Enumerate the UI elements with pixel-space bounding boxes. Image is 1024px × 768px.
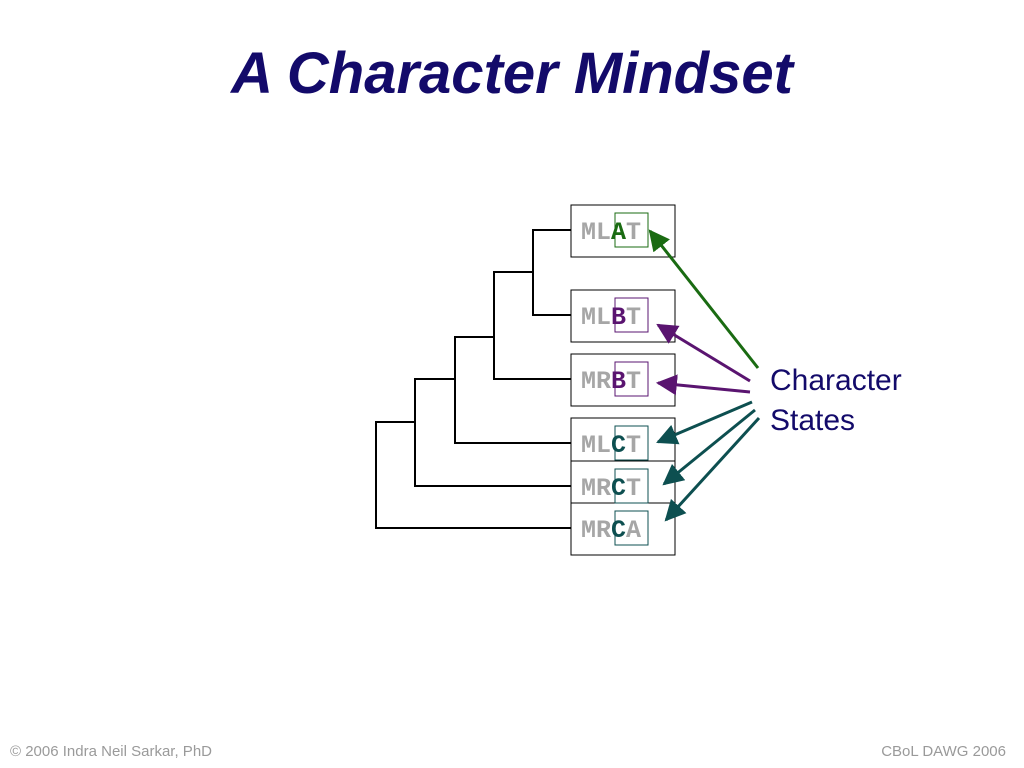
- sequence-row-2: MLBT: [581, 303, 641, 332]
- seq-suffix: T: [626, 474, 641, 503]
- tree: [375, 229, 571, 529]
- seq-prefix: ML: [581, 218, 611, 247]
- seq-state: C: [611, 431, 626, 460]
- state-highlight-6: [614, 510, 649, 546]
- footer-copyright: © 2006 Indra Neil Sarkar, PhD: [10, 743, 212, 760]
- tree-branch-123-4: [454, 336, 571, 444]
- sequence-row-3: MRBT: [581, 367, 641, 396]
- state-highlights: [614, 212, 649, 546]
- tree-branch-root-6: [375, 421, 571, 529]
- seq-prefix: ML: [581, 431, 611, 460]
- state-arrows: [648, 229, 761, 522]
- seq-state: A: [611, 218, 626, 247]
- seq-suffix: A: [626, 516, 641, 545]
- sequence-row-4: MLCT: [581, 431, 641, 460]
- seq-prefix: MR: [581, 474, 611, 503]
- arrow-to-state-2: [656, 323, 751, 383]
- arrow-to-state-4: [656, 400, 753, 445]
- seq-state: B: [611, 367, 626, 396]
- state-highlight-5: [614, 468, 649, 504]
- character-states-label-line2: States: [770, 404, 855, 437]
- slide-title: A Character Mindset: [231, 41, 793, 106]
- state-highlight-1: [614, 212, 649, 248]
- seq-prefix: MR: [581, 367, 611, 396]
- seq-suffix: T: [626, 218, 641, 247]
- seq-prefix: ML: [581, 303, 611, 332]
- seq-state: C: [611, 474, 626, 503]
- state-highlight-3: [614, 361, 649, 397]
- seq-state: B: [611, 303, 626, 332]
- arrow-to-state-1: [648, 229, 760, 369]
- sequence-row-5: MRCT: [581, 474, 641, 503]
- tree-branch-1-2: [532, 229, 571, 316]
- footer-event: CBoL DAWG 2006: [881, 743, 1006, 760]
- arrow-to-state-6: [664, 416, 761, 522]
- arrow-to-state-5: [662, 408, 756, 486]
- sequence-row-6: MRCA: [581, 516, 641, 545]
- sequence-texts: MLAT MLBT MRBT MLCT MRCT MRCA: [581, 218, 641, 545]
- tree-branch-1234-5: [414, 378, 571, 487]
- character-states-label-line1: Character: [770, 364, 902, 397]
- state-highlight-4: [614, 425, 649, 461]
- seq-state: C: [611, 516, 626, 545]
- sequence-row-1: MLAT: [581, 218, 641, 247]
- seq-prefix: MR: [581, 516, 611, 545]
- arrow-to-state-3: [655, 374, 751, 396]
- state-highlight-2: [614, 297, 649, 333]
- tree-branch-12-3: [493, 271, 571, 380]
- seq-suffix: T: [626, 303, 641, 332]
- seq-suffix: T: [626, 367, 641, 396]
- seq-suffix: T: [626, 431, 641, 460]
